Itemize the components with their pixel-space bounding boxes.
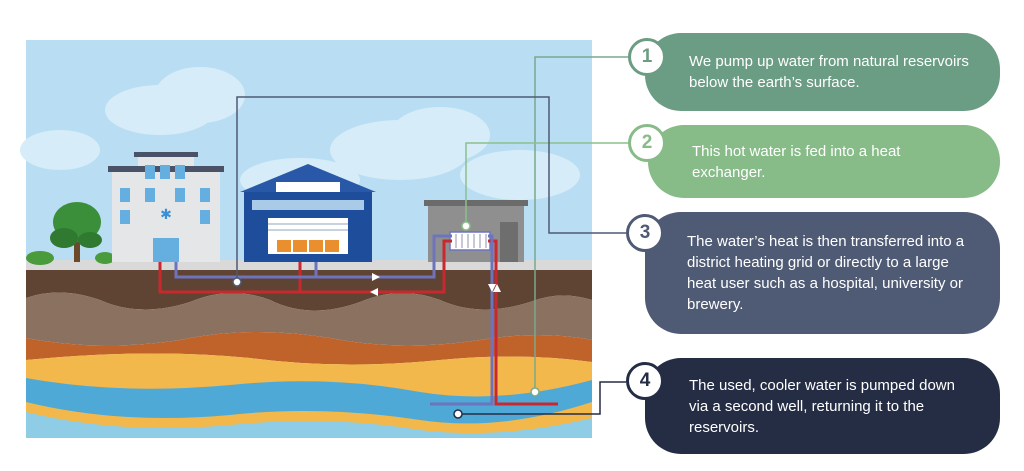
tree	[50, 202, 102, 262]
clay-layer	[26, 331, 592, 365]
flow-arrows	[370, 273, 501, 296]
pavement	[26, 260, 592, 270]
step-3-callout: The water’s heat is then transferred int…	[645, 212, 1000, 334]
leader-lines	[236, 56, 628, 415]
hospital: ✱	[108, 152, 224, 262]
step-2-number: 2	[628, 124, 666, 162]
bushes	[26, 251, 115, 265]
soil-mid-layer	[26, 292, 592, 346]
cold-pipes	[174, 234, 494, 406]
step-2-callout: This hot water is fed into a heat exchan…	[648, 125, 1000, 198]
step-3-number: 3	[626, 214, 664, 252]
step-1-number: 1	[628, 38, 666, 76]
clouds	[20, 67, 580, 202]
aquifer-lower	[26, 412, 592, 438]
step-1-callout: We pump up water from natural reservoirs…	[645, 33, 1000, 111]
step-4-callout: The used, cooler water is pumped down vi…	[645, 358, 1000, 454]
step-4-text: The used, cooler water is pumped down vi…	[689, 376, 955, 436]
leader-dots	[232, 221, 540, 419]
svg-text:✱: ✱	[160, 207, 172, 223]
warehouse	[240, 164, 376, 262]
heat-exchanger-building	[424, 200, 528, 262]
aquifer-layer	[26, 378, 592, 424]
step-4-number: 4	[626, 362, 664, 400]
step-3-text: The water’s heat is then transferred int…	[687, 233, 965, 313]
soil-top-layer	[26, 270, 592, 311]
step-1-text: We pump up water from natural reservoirs…	[689, 53, 969, 91]
step-2-text: This hot water is fed into a heat exchan…	[692, 142, 901, 181]
